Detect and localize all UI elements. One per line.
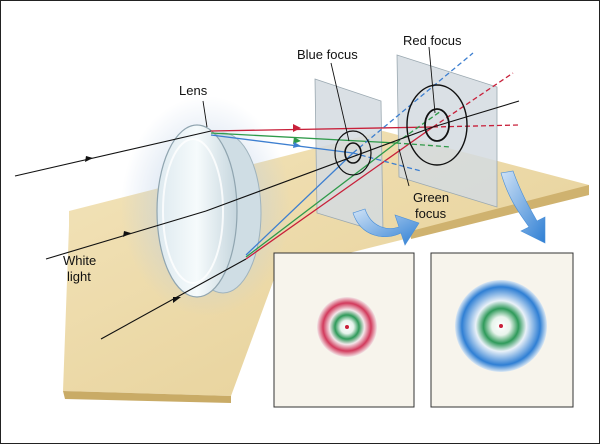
red-focus-screen [396, 54, 498, 208]
lens [156, 124, 262, 298]
red-focus-inset-panel [430, 252, 574, 408]
incoming-ray-arrows [85, 156, 181, 303]
red-focus-center-dot [499, 324, 503, 328]
ray-arrows [293, 124, 301, 148]
blue-focus-label: Blue focus [297, 47, 358, 62]
right-curved-arrow [500, 170, 546, 244]
red-focus-rings [406, 84, 468, 166]
black-rays [205, 100, 520, 212]
blue-focus-center-dot [345, 325, 349, 329]
blue-focus-rings [334, 130, 372, 176]
green-focus-label-line2: focus [415, 206, 447, 221]
white-light-label-line2: light [67, 269, 91, 284]
blue-rays [210, 52, 474, 256]
red-focus-label: Red focus [403, 33, 462, 48]
white-light-label-line1: White [63, 253, 97, 268]
lens-label: Lens [179, 83, 208, 98]
green-focus-label-line1: Green [413, 190, 450, 205]
blue-focus-inset-panel [273, 252, 415, 408]
table-right-edge [411, 185, 589, 239]
left-curved-arrow [352, 208, 420, 246]
label-leaders [202, 46, 436, 187]
red-rays [210, 72, 520, 260]
table-edge [63, 391, 231, 403]
